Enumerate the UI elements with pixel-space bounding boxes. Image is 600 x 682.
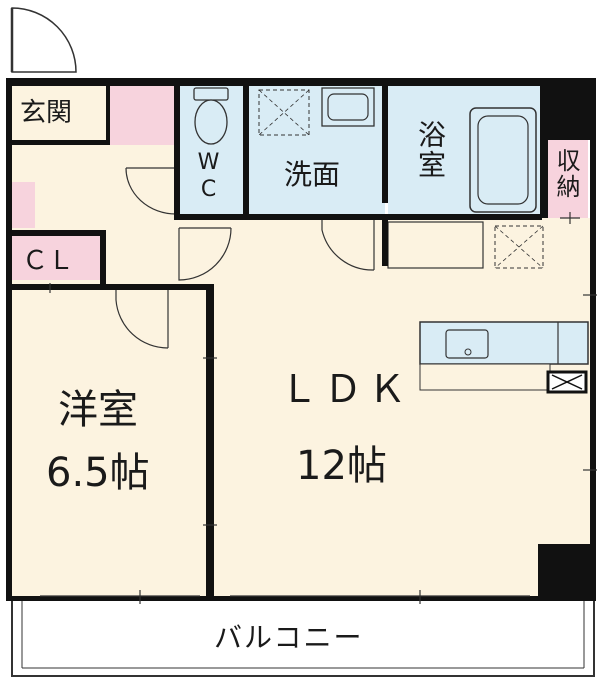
genkan-floor bbox=[10, 85, 108, 145]
label-yoshitsu-size: 6.5帖 bbox=[46, 450, 150, 496]
entrance-door bbox=[11, 7, 77, 73]
label-yokushitsu: 浴室 bbox=[414, 120, 447, 180]
label-ldk: ＬＤＫ bbox=[280, 367, 413, 411]
senmen-door bbox=[321, 218, 375, 271]
entrance-tile bbox=[108, 85, 176, 145]
label-genkan: 玄関 bbox=[20, 98, 73, 128]
kitchen-counter bbox=[419, 321, 589, 365]
kitchen-sink bbox=[445, 329, 489, 359]
ldk-floor bbox=[214, 218, 590, 598]
yoshitsu-floor bbox=[10, 290, 210, 598]
yoshitsu-door bbox=[115, 290, 169, 349]
label-senmen: 洗面 bbox=[284, 158, 341, 191]
label-cl: ＣＬ bbox=[22, 246, 75, 276]
toilet-tank bbox=[193, 87, 229, 101]
wc-door bbox=[178, 227, 232, 281]
balcony-area bbox=[11, 599, 595, 677]
storage-shelf bbox=[387, 221, 484, 269]
label-wc: WC bbox=[196, 150, 221, 204]
label-balcony: バルコニー bbox=[214, 621, 364, 654]
shuno-floor bbox=[548, 140, 588, 218]
toilet-bowl bbox=[194, 99, 228, 145]
label-ldk-size: 12帖 bbox=[296, 443, 387, 489]
hall-floor-2 bbox=[176, 215, 216, 290]
label-yoshitsu: 洋室 bbox=[58, 387, 138, 433]
door-marks bbox=[40, 212, 597, 604]
walls bbox=[6, 78, 596, 601]
shoe-closet bbox=[10, 182, 35, 228]
label-shuno: 収納 bbox=[552, 148, 580, 200]
cl-floor bbox=[10, 236, 105, 280]
kitchen-back-strip bbox=[419, 363, 551, 391]
